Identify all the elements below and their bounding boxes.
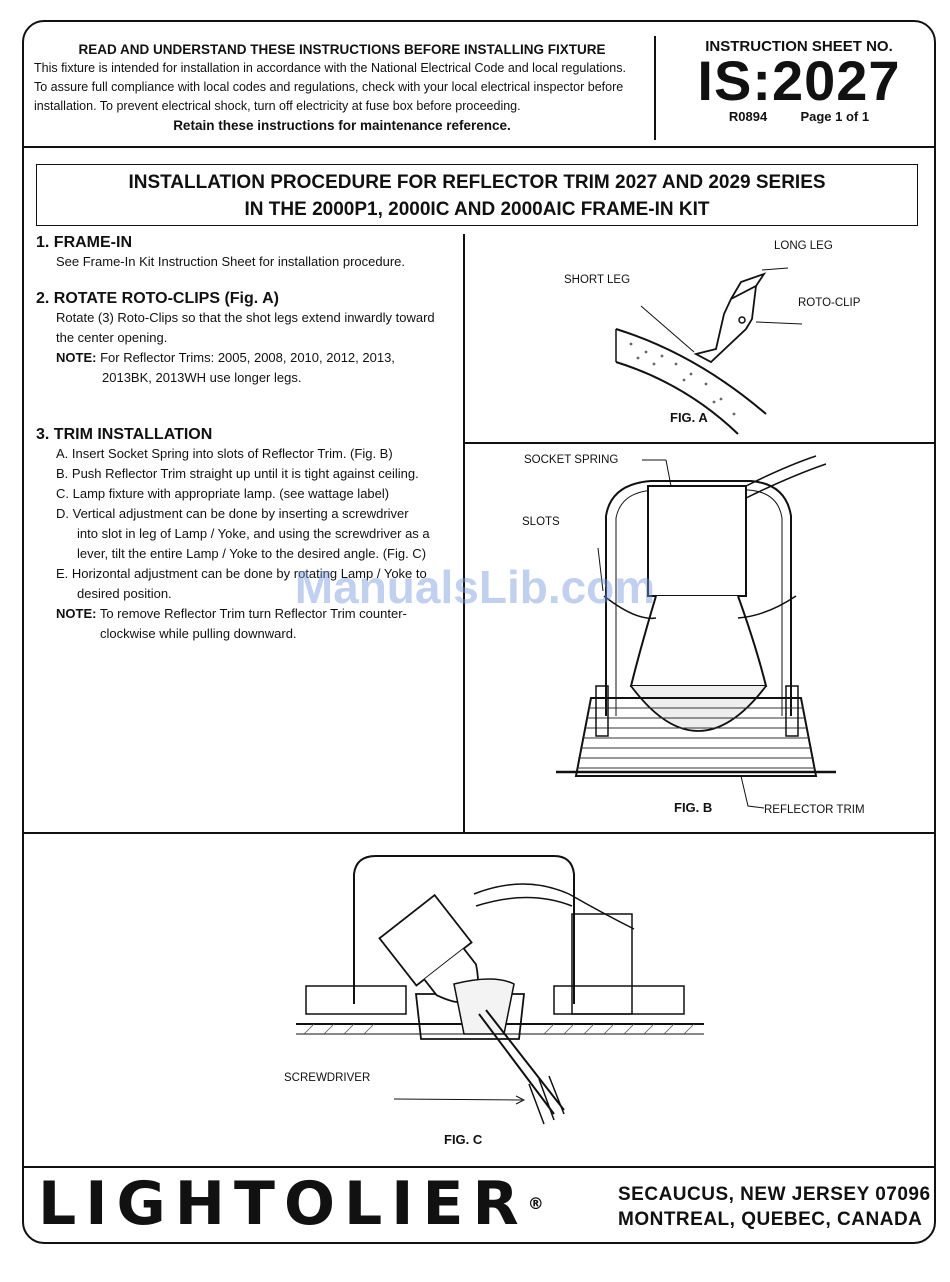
step-3-note: NOTE: To remove Reflector Trim turn Refl… [36,604,466,624]
step-2-line-1: Rotate (3) Roto-Clips so that the shot l… [56,310,435,325]
sheet-number: IS:2027 [697,49,901,112]
step-3-b: B. Push Reflector Trim straight up until… [56,466,419,481]
header-line-3: installation. To prevent electrical shoc… [34,99,521,113]
watermark: ManualsLib.com [294,561,656,613]
brand-logo: LIGHTOLIER® [38,1172,544,1236]
page-indicator: Page 1 of 1 [800,109,870,124]
figure-a-drawing [615,267,803,435]
fig-c-caption: FIG. C [444,1132,483,1147]
steps-column: 1. FRAME-IN See Frame-In Kit Instruction… [36,234,466,644]
header-warning: READ AND UNDERSTAND THESE INSTRUCTIONS B… [32,40,652,135]
header-divider [654,36,656,140]
step-3-note-1: To remove Reflector Trim turn Reflector … [99,606,407,621]
step-3-note-label: NOTE: [56,606,97,621]
step-3-a: A. Insert Socket Spring into slots of Re… [56,446,393,461]
fig-b-caption: FIG. B [674,800,713,815]
figure-c-drawing [296,855,704,1125]
header-line-2: To assure full compliance with local cod… [34,80,624,94]
fig-c-divider [24,832,934,834]
instruction-sheet: READ AND UNDERSTAND THESE INSTRUCTIONS B… [22,20,936,1244]
step-2-heading: 2. ROTATE ROTO-CLIPS (Fig. A) [36,290,279,307]
step-3-d-2: into slot in leg of Lamp / Yoke, and usi… [77,526,430,541]
step-3-note-2: clockwise while pulling downward. [100,626,297,641]
step-2-note-2: 2013BK, 2013WH use longer legs. [102,370,302,385]
step-2-note: NOTE: For Reflector Trims: 2005, 2008, 2… [36,348,466,368]
company-address: SECAUCUS, NEW JERSEY 07096 MONTREAL, QUE… [618,1182,931,1232]
address-line-2: MONTREAL, QUEBEC, CANADA [618,1209,923,1230]
step-2-note-label: NOTE: [56,350,97,365]
step-3-e-1: E. Horizontal adjustment can be done by … [56,566,427,581]
column-divider [463,234,465,832]
fig-a-divider [464,442,934,444]
revision-code: R0894 [728,109,768,124]
step-3-d-1: D. Vertical adjustment can be done by in… [56,506,409,521]
header-retain: Retain these instructions for maintenanc… [173,118,511,133]
step-3-c: C. Lamp fixture with appropriate lamp. (… [56,486,390,501]
step-3-e-2: desired position. [77,586,172,601]
label-screwdriver: SCREWDRIVER [284,1072,371,1084]
step-3-d-3: lever, tilt the entire Lamp / Yoke to th… [77,546,427,561]
step-2-line-2: the center opening. [56,330,168,345]
label-socket-spring: SOCKET SPRING [524,454,619,466]
brand-name: LIGHTOLIER [38,1169,528,1239]
header-rule [24,146,934,148]
step-1-text: See Frame-In Kit Instruction Sheet for i… [56,254,406,269]
address-line-1: SECAUCUS, NEW JERSEY 07096 [618,1184,931,1205]
fig-a-caption: FIG. A [670,410,708,425]
step-3-heading: 3. TRIM INSTALLATION [36,426,213,443]
step-2-note-1: For Reflector Trims: 2005, 2008, 2010, 2… [100,350,395,365]
step-1-heading: 1. FRAME-IN [36,234,132,251]
header-heading: READ AND UNDERSTAND THESE INSTRUCTIONS B… [78,42,606,57]
sheet-label: INSTRUCTION SHEET NO. [705,38,893,55]
title-line-2: IN THE 2000P1, 2000IC AND 2000AIC FRAME-… [244,199,710,220]
header-line-1: This fixture is intended for installatio… [34,61,626,75]
title-line-1: INSTALLATION PROCEDURE FOR REFLECTOR TRI… [128,172,826,193]
registered-mark: ® [527,1194,544,1213]
label-slots: SLOTS [522,516,560,528]
label-reflector-trim: REFLECTOR TRIM [764,804,865,816]
label-short-leg: SHORT LEG [564,274,631,286]
label-long-leg: LONG LEG [774,240,833,252]
sheet-revision-page: R0894 Page 1 of 1 [669,109,929,124]
figure-b-drawing [556,455,836,809]
label-roto-clip: ROTO-CLIP [798,297,861,309]
procedure-title: INSTALLATION PROCEDURE FOR REFLECTOR TRI… [36,164,918,226]
footer-rule [24,1166,934,1168]
sheet-number-block: INSTRUCTION SHEET NO. IS:2027 R0894 Page… [669,38,929,124]
